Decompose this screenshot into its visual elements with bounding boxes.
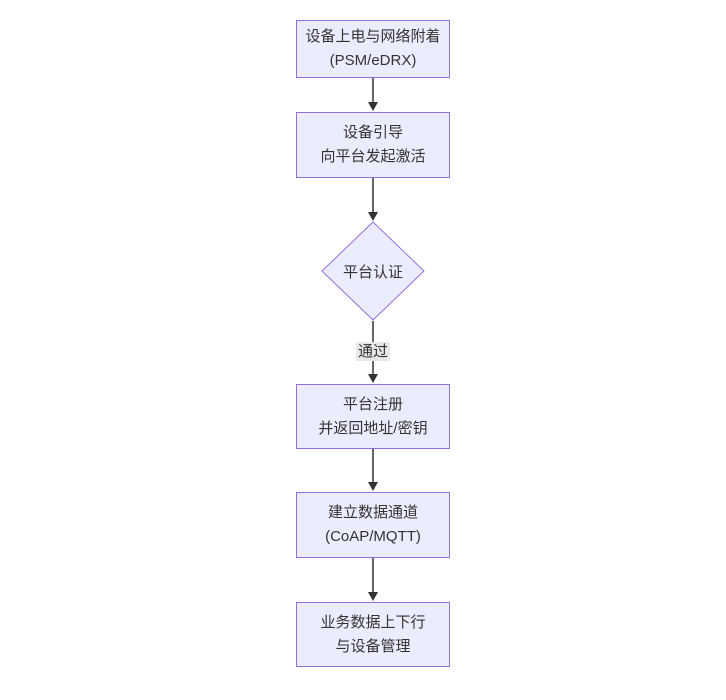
node-text-line: 平台认证	[342, 263, 403, 281]
flow-node-data-channel: 建立数据通道 (CoAP/MQTT)	[296, 492, 450, 558]
decision-diamond-shape	[321, 221, 425, 321]
flow-node-power-attach: 设备上电与网络附着 (PSM/eDRX)	[296, 20, 450, 78]
edge-power-to-bootstrap	[368, 78, 378, 111]
node-text-line: 向平台发起激活	[320, 148, 426, 165]
edge-channel-to-business	[368, 558, 378, 601]
node-text-line: 业务数据上下行	[320, 613, 426, 631]
node-text-line: (PSM/eDRX)	[329, 52, 417, 69]
node-text-line: 平台注册	[342, 395, 403, 413]
node-text-line: 建立数据通道	[327, 504, 418, 521]
node-text-line: 与设备管理	[335, 637, 411, 655]
node-text-line: 设备上电与网络附着	[305, 28, 441, 45]
node-text-line: 设备引导	[342, 124, 403, 141]
flow-node-bootstrap: 设备引导 向平台发起激活	[296, 112, 450, 178]
flow-node-register: 平台注册 并返回地址/密钥	[296, 384, 450, 449]
edge-bootstrap-to-auth	[368, 178, 378, 221]
node-text-line: (CoAP/MQTT)	[325, 528, 421, 545]
flow-node-platform-auth: 平台认证	[322, 222, 424, 320]
edge-label-pass: 通过	[355, 342, 391, 361]
flow-node-business-data: 业务数据上下行 与设备管理	[296, 602, 450, 667]
node-text-line: 并返回地址/密钥	[318, 419, 428, 437]
edge-register-to-channel	[368, 449, 378, 491]
